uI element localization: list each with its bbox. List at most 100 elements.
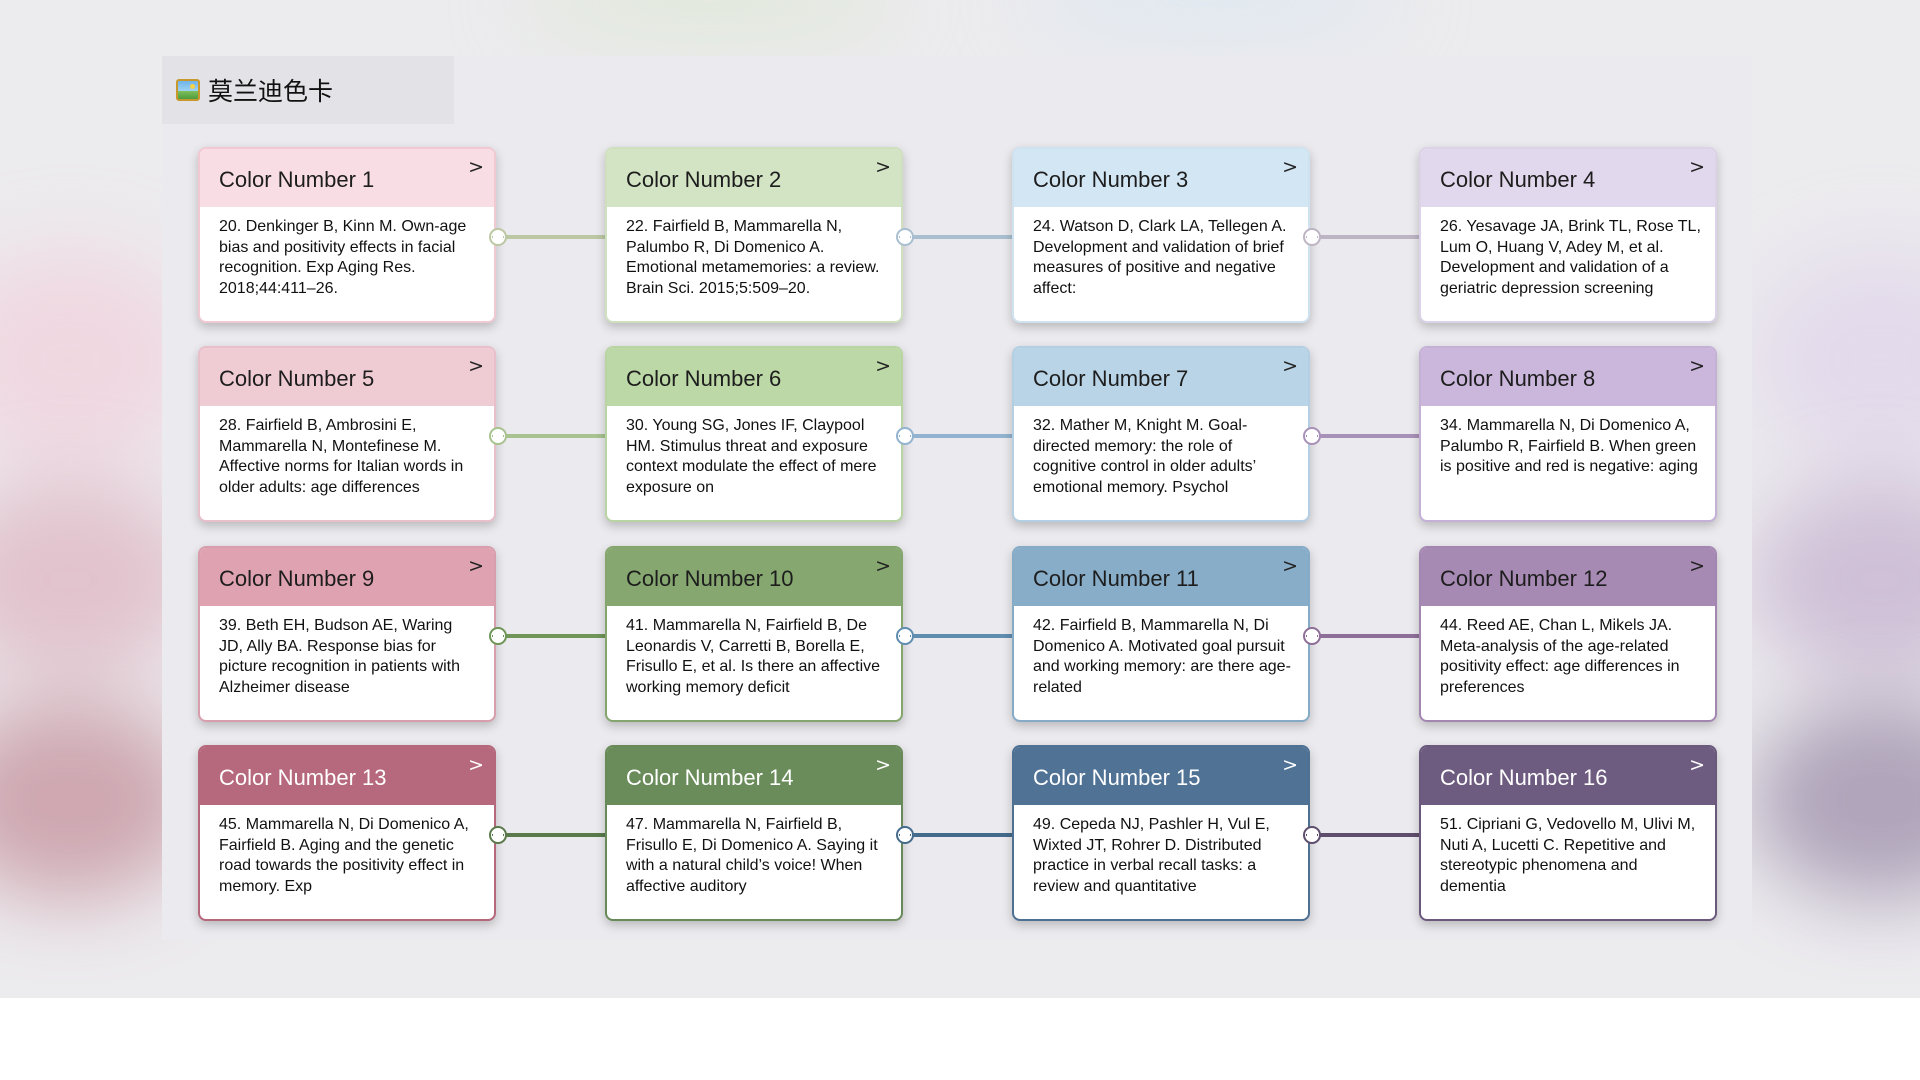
connector-line	[1310, 634, 1419, 638]
blur-decoration	[520, 0, 900, 40]
card-title: Color Number 9	[219, 566, 375, 591]
card-header: Color Number 16>	[1421, 747, 1715, 805]
chevron-right-icon[interactable]: >	[468, 355, 484, 377]
card-reference-text: 47. Mammarella N, Fairfield B, Frisullo …	[626, 816, 878, 895]
color-card[interactable]: Color Number 7 >32. Mather M, Knight M. G…	[1012, 346, 1310, 522]
chevron-right-icon[interactable]: >	[875, 555, 891, 577]
connection-node[interactable]	[896, 826, 914, 844]
card-title: Color Number 5	[219, 366, 375, 391]
node-bar	[1306, 834, 1318, 836]
card-reference-text: 42. Fairfield B, Mammarella N, Di Domeni…	[1033, 617, 1291, 696]
color-card[interactable]: Color Number 9 >39. Beth EH, Budson AE, W…	[198, 546, 496, 722]
color-card[interactable]: Color Number 16>51. Cipriani G, Vedovell…	[1419, 745, 1717, 921]
color-card[interactable]: Color Number 11 >42. Fairfield B, Mammare…	[1012, 546, 1310, 722]
color-card[interactable]: Color Number 2>22. Fairfield B, Mammarel…	[605, 147, 903, 323]
color-card[interactable]: Color Number 5 >28. Fairfield B, Ambrosin…	[198, 346, 496, 522]
connection-node[interactable]	[489, 228, 507, 246]
color-card[interactable]: Color Number 10 >41. Mammarella N, Fairfi…	[605, 546, 903, 722]
card-title: Color Number 14	[626, 765, 794, 790]
connector-line	[496, 833, 605, 837]
connection-node[interactable]	[1303, 826, 1321, 844]
connector-line	[903, 235, 1012, 239]
chevron-right-icon[interactable]: >	[875, 355, 891, 377]
color-card[interactable]: Color Number 4>26. Yesavage JA, Brink TL…	[1419, 147, 1717, 323]
connection-node[interactable]	[1303, 228, 1321, 246]
connection-node[interactable]	[489, 826, 507, 844]
connector-line	[1310, 235, 1419, 239]
connection-node[interactable]	[1303, 627, 1321, 645]
chevron-right-icon[interactable]: >	[1282, 754, 1298, 776]
chevron-right-icon[interactable]: >	[1282, 355, 1298, 377]
card-reference-text: 49. Cepeda NJ, Pashler H, Vul E, Wixted …	[1033, 816, 1270, 895]
card-header: Color Number 10 >	[607, 548, 901, 606]
card-header: Color Number 3>	[1014, 149, 1308, 207]
card-reference-text: 30. Young SG, Jones IF, Claypool HM. Sti…	[626, 417, 877, 496]
node-bar	[1306, 435, 1318, 437]
chevron-right-icon[interactable]: >	[875, 156, 891, 178]
connection-node[interactable]	[896, 627, 914, 645]
card-header: Color Number 2 >	[607, 149, 901, 207]
card-reference-text: 28. Fairfield B, Ambrosini E, Mammarella…	[219, 417, 464, 496]
card-reference-text: 24. Watson D, Clark LA, Tellegen A. Deve…	[1033, 218, 1287, 297]
connection-node[interactable]	[896, 228, 914, 246]
card-title: Color Number 13	[219, 765, 387, 790]
card-title: Color Number 10	[626, 566, 794, 591]
page-title: 莫兰迪色卡	[208, 77, 334, 106]
blur-decoration	[1020, 0, 1400, 40]
card-header: Color Number 13 >	[200, 747, 494, 805]
chevron-right-icon[interactable]: >	[468, 156, 484, 178]
color-card[interactable]: Color Number 12>44. Reed AE, Chan L, Mik…	[1419, 546, 1717, 722]
color-card[interactable]: Color Number 1 >20. Denkinger B, Kinn M. …	[198, 147, 496, 323]
chevron-right-icon[interactable]: >	[1689, 555, 1705, 577]
card-reference-text: 32. Mather M, Knight M. Goal-directed me…	[1033, 417, 1256, 496]
framed-picture-icon	[176, 79, 200, 101]
color-card[interactable]: Color Number 6>30. Young SG, Jones IF, C…	[605, 346, 903, 522]
card-header: Color Number 15 >	[1014, 747, 1308, 805]
chevron-right-icon[interactable]: >	[1689, 156, 1705, 178]
card-header: Color Number 1 >	[200, 149, 494, 207]
connector-line	[496, 434, 605, 438]
connector-line	[903, 833, 1012, 837]
page-header: 莫兰迪色卡	[162, 56, 454, 124]
card-reference-text: 20. Denkinger B, Kinn M. Own-age bias an…	[219, 218, 467, 297]
chevron-right-icon[interactable]: >	[1689, 754, 1705, 776]
card-reference-text: 41. Mammarella N, Fairfield B, De Leonar…	[626, 617, 881, 696]
node-bar	[492, 635, 504, 637]
color-card[interactable]: Color Number 15 >49. Cepeda NJ, Pashler H…	[1012, 745, 1310, 921]
blur-decoration	[1750, 250, 1920, 470]
card-reference-text: 39. Beth EH, Budson AE, Waring JD, Ally …	[219, 617, 461, 696]
card-title: Color Number 11	[1033, 566, 1199, 591]
connector-line	[903, 634, 1012, 638]
chevron-right-icon[interactable]: >	[1282, 555, 1298, 577]
card-title: Color Number 1	[219, 167, 375, 192]
connection-node[interactable]	[489, 627, 507, 645]
connection-node[interactable]	[489, 427, 507, 445]
node-bar	[899, 435, 911, 437]
chevron-right-icon[interactable]: >	[1689, 355, 1705, 377]
color-card[interactable]: Color Number 3> 24. Watson D, Clark LA, T…	[1012, 147, 1310, 323]
card-title: Color Number 7	[1033, 366, 1189, 391]
connector-line	[1310, 833, 1419, 837]
card-title: Color Number 2	[626, 167, 782, 192]
node-bar	[899, 834, 911, 836]
card-reference-text: 26. Yesavage JA, Brink TL, Rose TL, Lum …	[1440, 218, 1701, 297]
chevron-right-icon[interactable]: >	[875, 754, 891, 776]
connection-node[interactable]	[896, 427, 914, 445]
chevron-right-icon[interactable]: >	[468, 555, 484, 577]
node-bar	[899, 236, 911, 238]
color-card[interactable]: Color Number 8>34. Mammarella N, Di Dome…	[1419, 346, 1717, 522]
connection-node[interactable]	[1303, 427, 1321, 445]
chevron-right-icon[interactable]: >	[468, 754, 484, 776]
connector-line	[496, 634, 605, 638]
color-card[interactable]: Color Number 13>45. Mammarella N, Di Dom…	[198, 745, 496, 921]
connector-line	[496, 235, 605, 239]
card-title: Color Number 15	[1033, 765, 1201, 790]
card-header: Color Number 9 >	[200, 548, 494, 606]
card-header: Color Number 14 >	[607, 747, 901, 805]
card-title: Color Number 12	[1440, 566, 1608, 591]
connector-line	[903, 434, 1012, 438]
blur-decoration	[1750, 480, 1920, 680]
card-title: Color Number 8	[1440, 366, 1596, 391]
chevron-right-icon[interactable]: >	[1282, 156, 1298, 178]
color-card[interactable]: Color Number 14 >47. Mammarella N, Fairfi…	[605, 745, 903, 921]
